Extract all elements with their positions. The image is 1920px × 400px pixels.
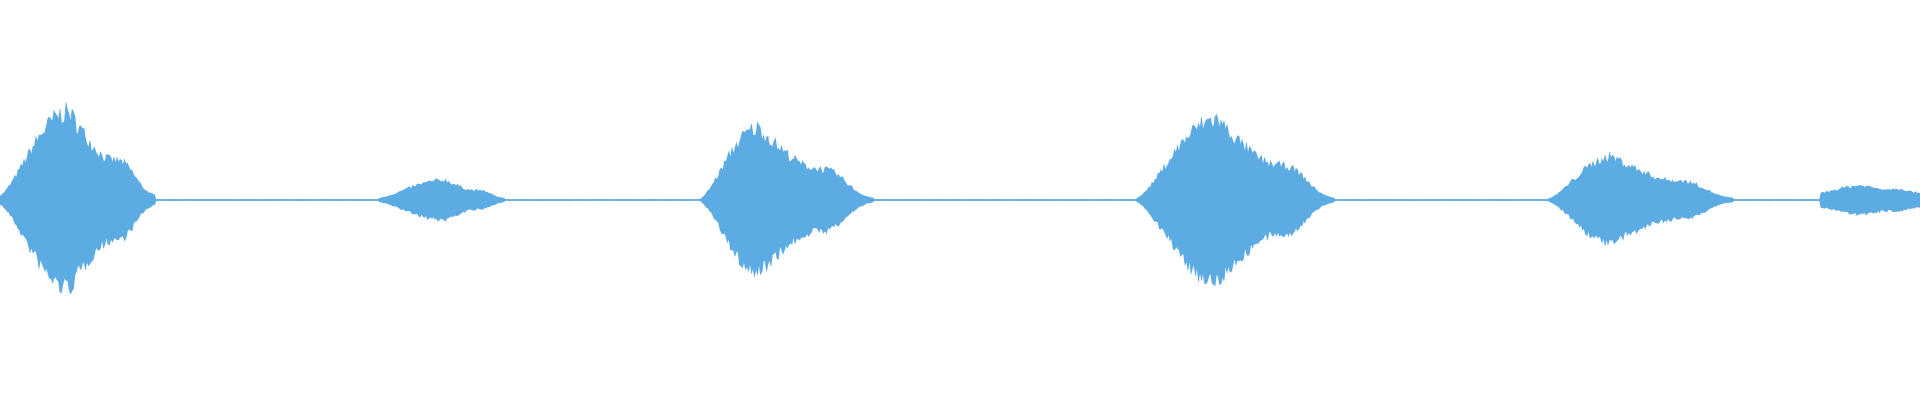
waveform-signal	[0, 102, 1920, 295]
